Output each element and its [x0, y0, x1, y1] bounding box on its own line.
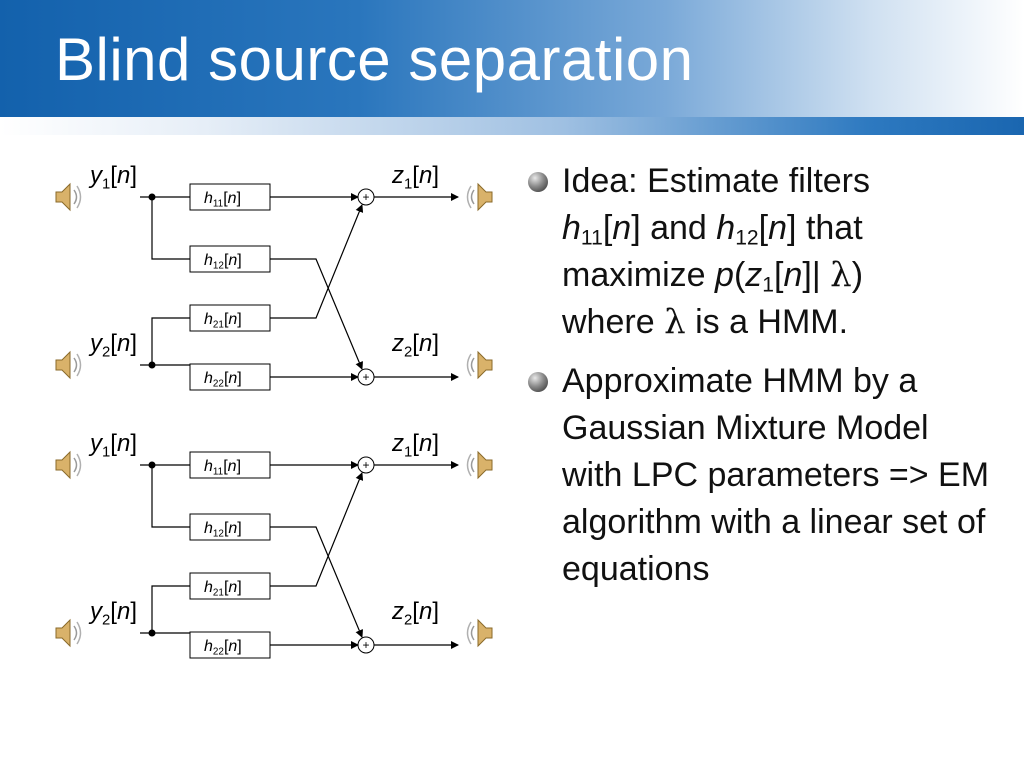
filter-box — [189, 304, 271, 332]
adder-symbol: + — [362, 638, 369, 652]
adder-symbol: + — [362, 190, 369, 204]
approx-text: Approximate HMM by a Gaussian Mixture Mo… — [562, 362, 990, 588]
bss-diagram: y1[n] y2[n] z1[n] z2[n] h11[n] h12[n] h21[n] h2… — [55, 162, 493, 659]
adder-symbol: + — [362, 458, 369, 472]
signal-arrow — [270, 472, 364, 587]
speaker-icon — [55, 619, 82, 647]
speaker-icon — [55, 351, 82, 379]
filter-box — [189, 631, 271, 659]
signal-line — [151, 197, 190, 260]
input-label: y2[n] — [88, 598, 137, 628]
bullet-marker-icon — [528, 372, 548, 392]
bullet-idea: Idea: Estimate filters h11[n] and h12[n]… — [528, 158, 998, 346]
output-label: z2[n] — [391, 598, 439, 628]
input-label: y1[n] — [88, 430, 137, 460]
output-label: z2[n] — [391, 330, 439, 360]
filter-box — [189, 451, 271, 479]
speaker-icon — [55, 451, 82, 479]
adder-symbol: + — [362, 370, 369, 384]
filter-box — [189, 245, 271, 273]
filter-label: h11[n] — [204, 190, 241, 210]
filter-box — [189, 572, 271, 600]
signal-line — [151, 465, 190, 528]
filter-label: h21[n] — [204, 579, 242, 599]
filter-box — [189, 363, 271, 391]
bullet-list: Idea: Estimate filters h11[n] and h12[n]… — [528, 158, 998, 605]
title-bar: Blind source separation — [0, 0, 1024, 118]
top-network: y1[n] y2[n] z1[n] z2[n] h11[n] h12[n] h21[n] h2… — [55, 162, 493, 391]
filter-label: h12[n] — [204, 520, 242, 540]
idea-text: Idea: Estimate filters — [562, 162, 871, 200]
signal-arrow — [270, 526, 363, 638]
filter-label: h22[n] — [204, 638, 242, 658]
output-label: z1[n] — [391, 162, 439, 192]
speaker-icon — [466, 351, 493, 379]
slide-title: Blind source separation — [55, 26, 694, 93]
filter-label: h21[n] — [204, 311, 242, 331]
bullet-approximate: Approximate HMM by a Gaussian Mixture Mo… — [528, 358, 998, 593]
filter-label: h12[n] — [204, 252, 242, 272]
output-label: z1[n] — [391, 430, 439, 460]
input-label: y2[n] — [88, 330, 137, 360]
bullet-marker-icon — [528, 172, 548, 192]
speaker-icon — [466, 451, 493, 479]
signal-line — [151, 585, 190, 633]
speaker-icon — [466, 619, 493, 647]
filter-box — [189, 513, 271, 541]
title-divider — [0, 117, 1024, 135]
speaker-icon — [466, 183, 493, 211]
input-label: y1[n] — [88, 162, 137, 192]
filter-label: h22[n] — [204, 370, 242, 390]
signal-arrow — [270, 204, 364, 319]
signal-line — [151, 317, 190, 365]
filter-label: h11[n] — [204, 458, 241, 478]
bottom-network: y1[n] y2[n] z1[n] z2[n] h11[n] h12[n] h21[n] h2… — [55, 430, 493, 659]
speaker-icon — [55, 183, 82, 211]
signal-arrow — [270, 258, 363, 370]
filter-box — [189, 183, 271, 211]
